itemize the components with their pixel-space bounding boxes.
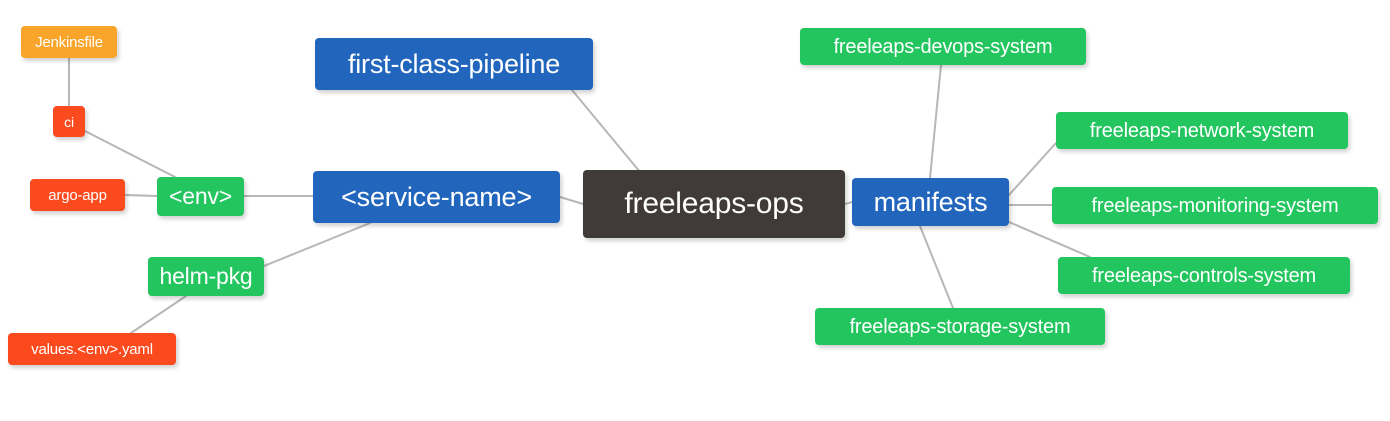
node-freeleaps-network-system[interactable]: freeleaps-network-system <box>1056 112 1348 149</box>
edge-manifests-to-freeleaps-devops-system <box>929 64 942 179</box>
node-first-class-pipeline[interactable]: first-class-pipeline <box>315 38 593 90</box>
node-argo-app[interactable]: argo-app <box>30 179 125 211</box>
edge-manifests-to-freeleaps-controls-system <box>1008 221 1091 258</box>
node-values-env-yaml[interactable]: values.<env>.yaml <box>8 333 176 365</box>
node-label-freeleaps-monitoring-system: freeleaps-monitoring-system <box>1091 194 1339 217</box>
node-label-first-class-pipeline: first-class-pipeline <box>347 48 561 79</box>
node-label-freeleaps-network-system: freeleaps-network-system <box>1089 119 1315 142</box>
node-ci[interactable]: ci <box>53 106 85 137</box>
node-label-freeleaps-storage-system: freeleaps-storage-system <box>849 315 1071 338</box>
node-freeleaps-devops-system[interactable]: freeleaps-devops-system <box>800 28 1086 65</box>
node-service-name[interactable]: <service-name> <box>313 171 560 223</box>
node-freeleaps-ops[interactable]: freeleaps-ops <box>583 170 845 238</box>
edge-helm-pkg-to-values-env-yaml <box>130 295 187 334</box>
node-label-helm-pkg: helm-pkg <box>159 263 253 289</box>
node-helm-pkg[interactable]: helm-pkg <box>148 257 264 296</box>
edge-manifests-to-freeleaps-network-system <box>1008 142 1057 196</box>
edge-env-to-argo-app <box>124 194 158 197</box>
node-label-service-name: <service-name> <box>341 181 532 212</box>
node-freeleaps-monitoring-system[interactable]: freeleaps-monitoring-system <box>1052 187 1378 224</box>
node-env[interactable]: <env> <box>157 177 244 216</box>
node-label-ci: ci <box>64 113 74 130</box>
node-freeleaps-controls-system[interactable]: freeleaps-controls-system <box>1058 257 1350 294</box>
node-label-argo-app: argo-app <box>48 186 107 204</box>
node-label-freeleaps-ops: freeleaps-ops <box>624 187 804 220</box>
node-jenkinsfile[interactable]: Jenkinsfile <box>21 26 117 58</box>
edge-freeleaps-ops-to-first-class-pipeline <box>571 89 641 173</box>
edge-manifests-to-freeleaps-storage-system <box>919 225 954 309</box>
node-label-env: <env> <box>169 183 232 209</box>
node-label-values-env-yaml: values.<env>.yaml <box>31 340 153 358</box>
node-label-freeleaps-devops-system: freeleaps-devops-system <box>833 35 1053 58</box>
edge-freeleaps-ops-to-service-name <box>559 196 584 205</box>
node-manifests[interactable]: manifests <box>852 178 1009 226</box>
node-label-freeleaps-controls-system: freeleaps-controls-system <box>1092 264 1316 287</box>
node-freeleaps-storage-system[interactable]: freeleaps-storage-system <box>815 308 1105 345</box>
edge-service-name-to-helm-pkg <box>263 222 371 267</box>
edge-freeleaps-ops-to-manifests <box>844 201 853 205</box>
node-label-jenkinsfile: Jenkinsfile <box>35 33 103 51</box>
node-label-manifests: manifests <box>873 186 988 217</box>
edge-env-to-ci <box>84 130 176 178</box>
